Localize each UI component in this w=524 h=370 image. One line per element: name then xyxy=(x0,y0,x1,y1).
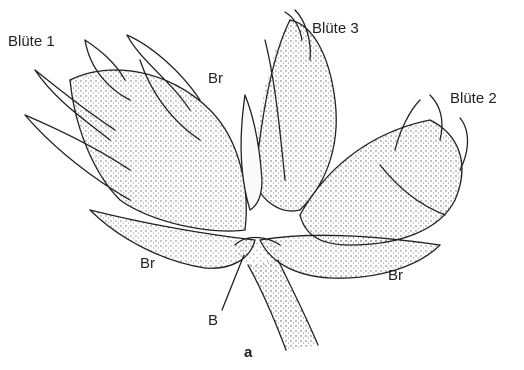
label-bluete-2: Blüte 2 xyxy=(450,90,497,107)
bract-right xyxy=(260,235,440,278)
label-br-top: Br xyxy=(208,70,223,87)
label-bluete-3: Blüte 3 xyxy=(312,20,359,37)
axis-node xyxy=(235,238,282,269)
label-br-left: Br xyxy=(140,255,155,272)
figure-caption: a xyxy=(244,344,253,361)
flower-1 xyxy=(25,35,246,231)
label-bluete-1: Blüte 1 xyxy=(8,33,55,50)
label-b: B xyxy=(208,312,218,329)
label-br-right: Br xyxy=(388,267,403,284)
